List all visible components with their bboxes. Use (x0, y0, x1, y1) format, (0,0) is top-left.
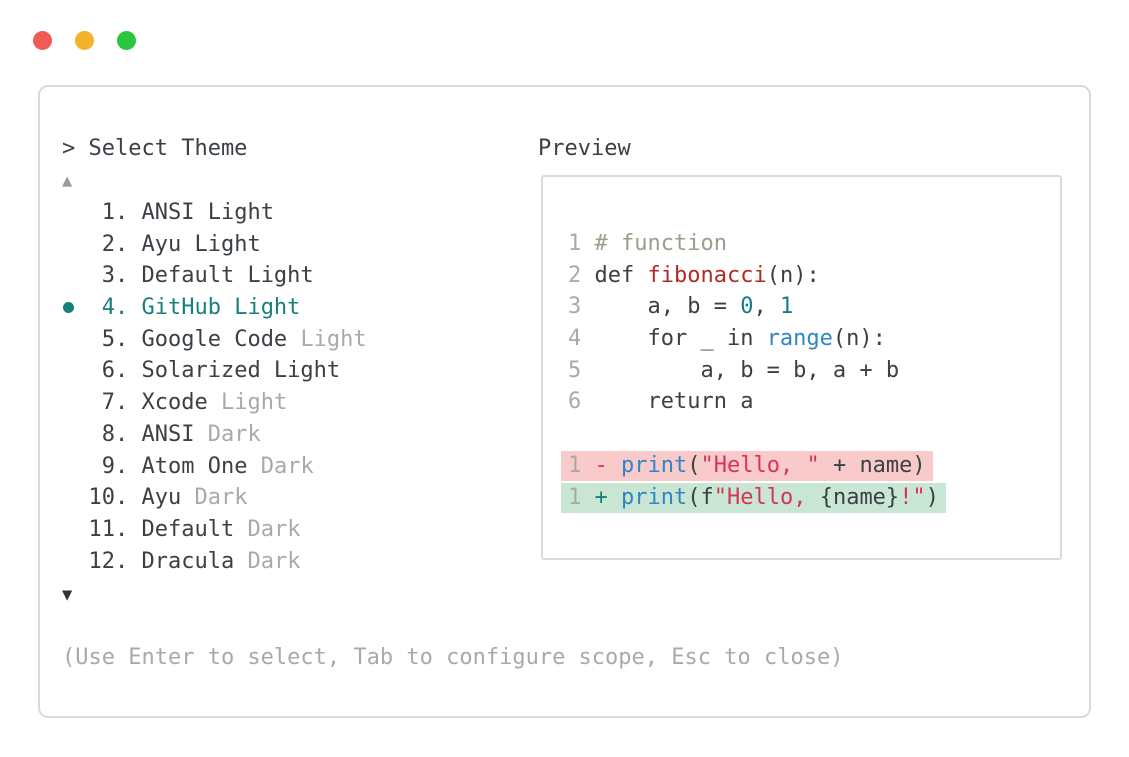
diff-minus-sign: - (594, 452, 621, 478)
theme-option-label: 6. Solarized Light (62, 358, 341, 384)
theme-list: 1. ANSI Light 2. Ayu Light 3. Default Li… (62, 197, 367, 577)
select-theme-title: > Select Theme (62, 136, 248, 161)
theme-option-label: 2. Ayu Light (62, 231, 261, 257)
line-number: 1 (568, 484, 595, 510)
line-number: 2 (568, 262, 595, 288)
theme-option-ayu-light[interactable]: 2. Ayu Light (62, 229, 367, 261)
theme-option-default-light[interactable]: 3. Default Light (62, 260, 367, 292)
theme-option-label: 7. Xcode Light (62, 390, 288, 416)
code-line: 4 for _ in range(n): (568, 326, 886, 352)
code-blank-line (568, 418, 1060, 450)
preview-pane: 1 # function 2 def fibonacci(n): 3 a, b = … (541, 175, 1062, 560)
theme-option-xcode-light[interactable]: 7. Xcode Light (62, 387, 367, 419)
theme-option-solarized-light[interactable]: 6. Solarized Light (62, 355, 367, 387)
line-number: 4 (568, 326, 595, 352)
theme-option-ayu-dark[interactable]: 10. Ayu Dark (62, 482, 367, 514)
line-number: 1 (568, 452, 595, 478)
theme-option-ansi-dark[interactable]: 8. ANSI Dark (62, 419, 367, 451)
theme-option-github-light[interactable]: 4. GitHub Light (62, 292, 367, 324)
traffic-light-minimize-button[interactable] (75, 31, 94, 50)
diff-added-line: 1 + print(f"Hello, {name}!") (561, 482, 1060, 514)
line-number: 5 (568, 357, 595, 383)
diff-plus-sign: + (594, 484, 621, 510)
scroll-up-icon[interactable]: ▲ (62, 171, 73, 191)
theme-option-label: 3. Default Light (62, 263, 314, 289)
theme-option-label: 11. Default Dark (62, 516, 301, 542)
traffic-light-zoom-button[interactable] (117, 31, 136, 50)
theme-option-default-dark[interactable]: 11. Default Dark (62, 514, 367, 546)
theme-option-label: 5. Google Code Light (62, 326, 367, 352)
line-number: 6 (568, 389, 595, 415)
line-number: 1 (568, 231, 595, 256)
keyboard-hint: (Use Enter to select, Tab to configure s… (62, 645, 844, 670)
line-number: 3 (568, 294, 595, 320)
theme-option-label: 8. ANSI Dark (62, 421, 261, 447)
traffic-light-close-button[interactable] (33, 31, 52, 50)
theme-option-google-code-light[interactable]: 5. Google Code Light (62, 324, 367, 356)
code-line: 6 return a (568, 389, 754, 415)
diff-removed-line: 1 - print("Hello, " + name) (561, 450, 1060, 482)
theme-option-label: 10. Ayu Dark (62, 485, 248, 511)
preview-label: Preview (538, 136, 631, 161)
theme-option-dracula-dark[interactable]: 12. Dracula Dark (62, 546, 367, 578)
theme-option-label: 9. Atom One Dark (62, 453, 314, 479)
code-line: 1 # function (568, 231, 727, 256)
code-line: 3 a, b = 0, 1 (568, 294, 794, 320)
theme-option-label: 4. GitHub Light (62, 295, 301, 321)
theme-option-label: 1. ANSI Light (62, 200, 274, 225)
code-line: 2 def fibonacci(n): (568, 262, 820, 288)
selected-bullet-icon (63, 302, 74, 314)
theme-option-atom-one-dark[interactable]: 9. Atom One Dark (62, 451, 367, 483)
theme-option-label: 12. Dracula Dark (62, 548, 301, 574)
theme-option-ansi-light[interactable]: 1. ANSI Light (62, 197, 367, 229)
scroll-down-icon[interactable]: ▼ (62, 585, 73, 605)
window-traffic-lights (33, 31, 136, 50)
theme-selector-window: > Select Theme Preview ▲ 1. ANSI Light 2… (38, 85, 1091, 718)
code-line: 5 a, b = b, a + b (568, 357, 900, 383)
